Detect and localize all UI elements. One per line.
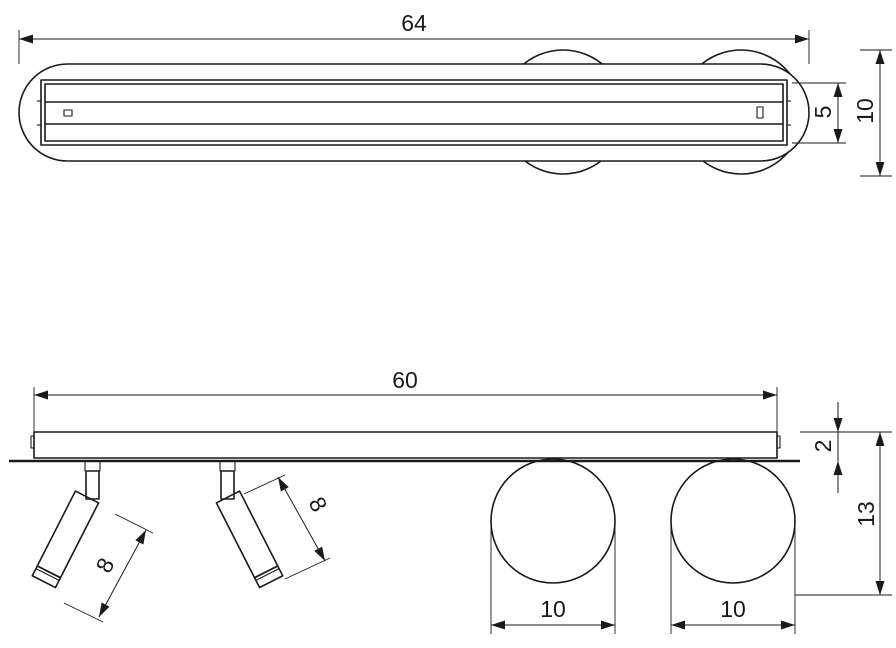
dimension-10-shade-left: 10 <box>490 521 616 634</box>
top-view-screw-right <box>756 106 764 119</box>
dimension-10-height-label: 10 <box>852 98 878 124</box>
dimension-2: 2 <box>800 402 850 493</box>
spotlight-left <box>31 460 101 589</box>
spotlight-right <box>215 460 284 589</box>
top-view-screw-left <box>63 109 73 117</box>
dimension-13-label: 13 <box>853 501 879 527</box>
side-view: 60 2 13 8 <box>9 367 892 634</box>
dimension-13: 13 <box>795 431 892 596</box>
top-view-rail-outer <box>40 79 788 146</box>
dimension-10-shade-left-label: 10 <box>540 596 566 622</box>
dimension-8-right-label: 8 <box>304 492 333 516</box>
dimension-8-left: 8 <box>63 513 154 623</box>
side-view-plate-cap-left <box>30 435 35 449</box>
dimension-8-left-label: 8 <box>90 553 119 577</box>
top-view-plate <box>18 63 810 162</box>
dimension-10-shade-right: 10 <box>670 521 796 634</box>
dimension-60: 60 <box>33 367 778 432</box>
side-view-plate <box>33 431 778 459</box>
side-view-shade-right <box>670 458 796 584</box>
dimension-64: 64 <box>18 10 810 64</box>
dimension-60-label: 60 <box>392 367 418 393</box>
dimension-10-height: 10 <box>852 49 892 177</box>
dimension-10-shade-right-label: 10 <box>720 596 746 622</box>
top-view: 64 5 10 <box>18 10 892 177</box>
side-view-shade-left <box>490 458 616 584</box>
dimension-5: 5 <box>792 82 846 144</box>
side-view-plate-cap-right <box>776 435 781 449</box>
dimension-2-label: 2 <box>810 440 836 453</box>
dimension-5-label: 5 <box>810 106 836 119</box>
top-view-rail-inner <box>44 83 784 142</box>
dimension-64-label: 64 <box>401 10 427 36</box>
